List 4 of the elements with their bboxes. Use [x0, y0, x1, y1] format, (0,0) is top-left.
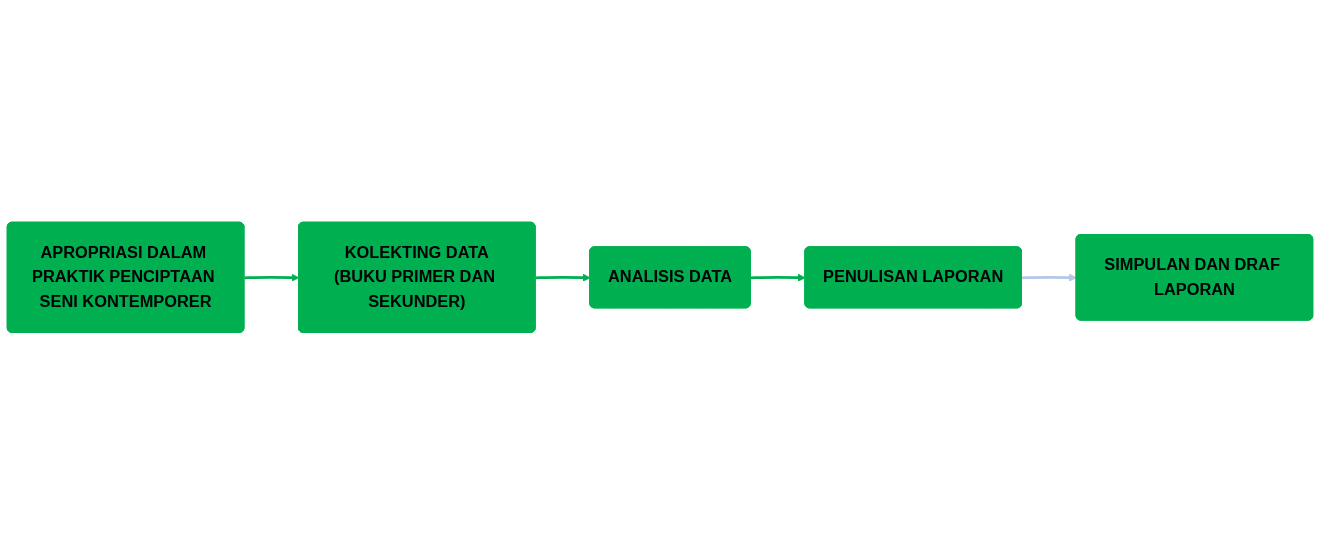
arrow: [1021, 273, 1077, 282]
arrow: [244, 273, 300, 282]
arrow: [535, 273, 591, 282]
arrow: [750, 273, 806, 282]
